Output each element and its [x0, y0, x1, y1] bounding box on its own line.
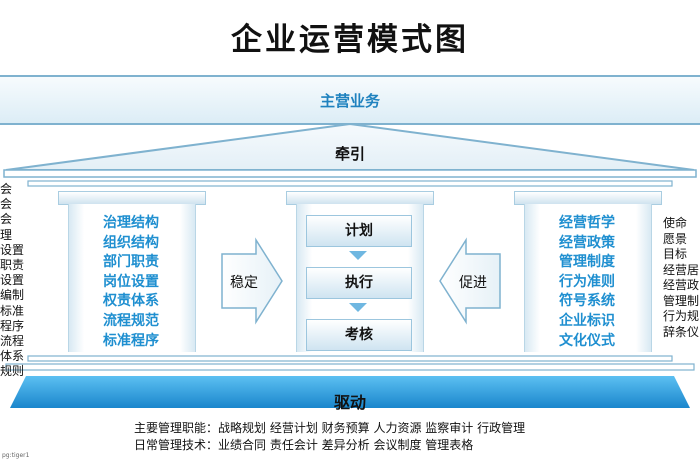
traction-label: 牵引	[334, 145, 365, 163]
left-item: 组织结构	[103, 234, 159, 251]
left-edge-text: 会 会 会 理 设置 职责 设置 编制 标准 程序 流程 体系 规则	[0, 182, 25, 379]
culture-list: 经营哲学 经营政策 管理制度 行为准则 符号系统 企业标识 文化仪式	[524, 214, 650, 351]
footnote: pg:tiger1	[2, 452, 30, 459]
right-item: 管理制度	[559, 254, 615, 271]
left-item: 岗位设置	[103, 273, 159, 290]
promote-label: 促进	[459, 275, 487, 291]
management-techniques: 日常管理技术：业绩合同 责任会计 差异分析 会议制度 管理表格	[134, 438, 474, 452]
left-item: 治理结构	[103, 215, 159, 231]
stylobate-line-1	[27, 355, 673, 362]
assess-step: 考核	[306, 319, 412, 351]
right-item: 经营政策	[559, 234, 615, 251]
right-item: 企业标识	[559, 312, 615, 329]
left-item: 流程规范	[103, 312, 159, 329]
left-item: 标准程序	[103, 332, 159, 349]
right-item: 行为准则	[559, 273, 615, 290]
foundation-base	[10, 376, 690, 408]
down-arrow-icon	[349, 303, 367, 312]
stylobate-line-2	[5, 363, 695, 371]
promote-arrow	[439, 237, 501, 325]
main-business-label: 主营业务	[319, 92, 380, 110]
drive-label: 驱动	[333, 393, 366, 412]
entablature-top	[3, 169, 697, 178]
down-arrow-icon	[349, 251, 367, 260]
left-column-capital	[58, 191, 206, 205]
entablature-bottom	[27, 180, 673, 187]
right-item: 经营哲学	[559, 215, 615, 231]
stabilize-arrow	[221, 237, 283, 325]
stabilize-label: 稳定	[230, 275, 258, 291]
structure-list: 治理结构 组织结构 部门职责 岗位设置 权责体系 流程规范 标准程序	[68, 214, 194, 351]
main-business-banner	[0, 75, 700, 125]
right-column	[524, 204, 652, 352]
right-item: 符号系统	[559, 293, 615, 310]
plan-step: 计划	[306, 215, 412, 247]
right-item: 文化仪式	[559, 332, 615, 349]
right-edge-text: 使命 愿景 目标 经营居 经营政 管理制 行为规 辞条仪	[663, 216, 700, 339]
left-column	[68, 204, 196, 352]
right-column-capital	[514, 191, 662, 205]
left-item: 部门职责	[103, 254, 159, 271]
center-column-capital	[286, 191, 434, 205]
left-item: 权责体系	[103, 293, 159, 310]
management-functions: 主要管理职能：战略规划 经营计划 财务预算 人力资源 监察审计 行政管理	[134, 421, 526, 435]
page-title: 企业运营模式图	[231, 22, 469, 58]
execute-step: 执行	[306, 267, 412, 299]
